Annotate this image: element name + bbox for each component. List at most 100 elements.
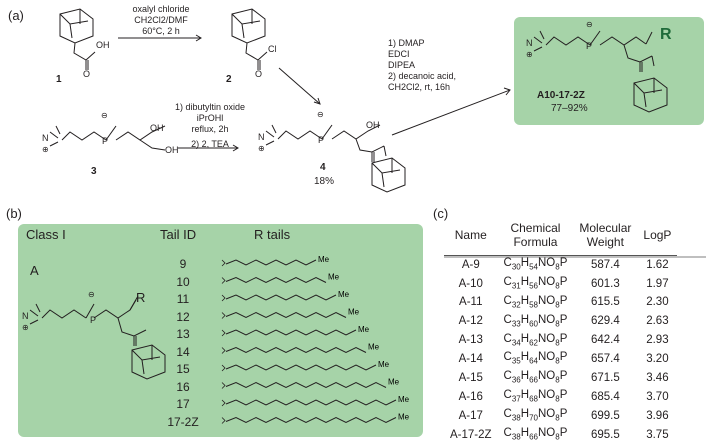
r-tail-chain xyxy=(225,416,397,424)
adamantane-product xyxy=(633,77,668,113)
col-name-header: Name xyxy=(454,228,487,242)
atom-oh-4: OH xyxy=(366,120,380,130)
attachment-wavy-bond xyxy=(221,382,226,389)
acyl-chain-2 xyxy=(245,42,268,61)
atom-p-3: P xyxy=(102,136,109,146)
attachment-wavy-bond xyxy=(221,259,226,267)
molecular-weight-cell: 587.4 xyxy=(590,258,620,271)
atom-n-4: N xyxy=(258,132,265,142)
tail-id-label: 9 xyxy=(179,257,187,271)
logp-cell: 3.70 xyxy=(646,390,669,403)
r-tail-chain xyxy=(225,311,347,319)
tail-id-label: 17 xyxy=(176,397,190,411)
r-tail-chain xyxy=(225,364,377,371)
molecular-weight-cell: 629.4 xyxy=(590,315,620,328)
logp-cell: 1.62 xyxy=(646,258,669,271)
r-tail-chain xyxy=(225,329,357,336)
panel-label-a: (a) xyxy=(8,8,24,23)
molecular-weight-cell: 642.4 xyxy=(590,334,620,347)
molecular-weight-cell: 699.5 xyxy=(590,409,620,422)
formula-cell: C35H64NO8P xyxy=(503,351,568,366)
formula-cell: C33H60NO8P xyxy=(503,313,568,328)
logp-cell: 3.46 xyxy=(646,371,669,384)
col-mw-header-line2: Weight xyxy=(586,235,624,249)
properties-table: Name Chemical Formula Molecular Weight L… xyxy=(444,215,678,445)
r-tail-chain xyxy=(225,346,367,354)
conditions-step2-line3: reflux, 2h xyxy=(191,124,229,134)
col-logp-header: LogP xyxy=(643,228,672,242)
attachment-wavy-bond xyxy=(221,294,226,302)
tail-terminal-methyl: Me xyxy=(348,308,360,317)
atom-cl-2: Cl xyxy=(268,44,277,54)
r-tail-chain xyxy=(225,259,317,266)
logp-cell: 3.75 xyxy=(646,428,669,441)
conditions-step3-line1: 1) DMAP xyxy=(388,38,425,48)
adamantane-1 xyxy=(59,8,94,44)
conditions-step2: 1) dibutyltin oxide iPrOHl reflux, 2h 2)… xyxy=(160,102,260,150)
compound-name-cell: A-11 xyxy=(459,296,483,309)
atom-oh-1: OH xyxy=(96,40,110,50)
table-row: A-13 C34H62NO8P 642.4 2.93 xyxy=(444,332,677,351)
compound-name-cell: A-10 xyxy=(458,277,483,290)
atom-o-1: O xyxy=(83,69,91,79)
logp-cell: 1.97 xyxy=(646,277,669,290)
adamantane-class-i xyxy=(131,344,166,380)
class-name: A xyxy=(30,263,39,278)
logp-cell: 2.30 xyxy=(646,296,669,309)
conditions-step2-line2: iPrOHl xyxy=(196,113,224,123)
atom-o-2: O xyxy=(255,69,263,79)
product-skeleton xyxy=(533,30,655,72)
compound-name-cell: A-17-2Z xyxy=(450,428,492,441)
molecular-weight-cell: 601.3 xyxy=(590,277,620,290)
molecular-weight-cell: 685.4 xyxy=(590,390,620,403)
atom-n-product: N xyxy=(526,38,533,48)
conditions-step3-line2: EDCI xyxy=(388,49,410,59)
charge-plus-4: ⊕ xyxy=(258,144,265,153)
class-header: Class I xyxy=(26,227,66,242)
formula-cell: C38H66NO8P xyxy=(503,427,568,442)
molecular-weight-cell: 671.5 xyxy=(590,371,620,384)
gpc-backbone-3 xyxy=(49,125,166,151)
class-i-structure xyxy=(29,295,147,346)
panel-label-c: (c) xyxy=(433,206,449,221)
col-formula-header-line2: Formula xyxy=(513,235,558,249)
adamantane-4 xyxy=(371,157,406,193)
compound-label-3: 3 xyxy=(91,166,97,177)
compound-name-cell: A-13 xyxy=(458,334,483,347)
r-tail-chain xyxy=(225,276,327,284)
tail-terminal-methyl: Me xyxy=(368,343,380,352)
charge-minus-3: ⊖ xyxy=(101,111,108,120)
col-mw-header: Molecular Weight xyxy=(573,215,637,256)
arrow-step3 xyxy=(391,89,511,136)
r-group-product: R xyxy=(660,26,672,43)
product-name: A10-17-2Z xyxy=(537,90,585,101)
col-mw-header-line1: Molecular xyxy=(579,221,632,235)
tail-id-label: 17-2Z xyxy=(167,414,199,429)
logp-cell: 2.93 xyxy=(646,334,669,347)
compound-name-cell: A-14 xyxy=(458,353,483,366)
tail-id-header: Tail ID xyxy=(160,227,197,242)
attachment-wavy-bond xyxy=(221,399,226,407)
charge-minus-class-i: ⊖ xyxy=(88,290,95,299)
class-i-r-label: R xyxy=(136,290,146,305)
molecular-weight-cell: 615.5 xyxy=(590,296,620,309)
attachment-wavy-bond xyxy=(221,364,226,372)
compound-name-cell: A-17 xyxy=(458,409,483,422)
formula-cell: C34H62NO8P xyxy=(503,332,568,347)
formula-cell: C38H70NO8P xyxy=(503,408,568,423)
attachment-wavy-bond xyxy=(221,329,226,337)
compound-label-4: 4 xyxy=(320,162,326,173)
conditions-step1-line2: CH2Cl2/DMF xyxy=(134,15,188,25)
conditions-step1-line3: 60°C, 2 h xyxy=(142,26,180,36)
compound-name-cell: A-12 xyxy=(458,315,483,328)
attachment-wavy-bond xyxy=(221,277,226,284)
tail-id-label: 15 xyxy=(176,362,190,376)
conditions-step1-line1: oxalyl chloride xyxy=(132,4,190,14)
